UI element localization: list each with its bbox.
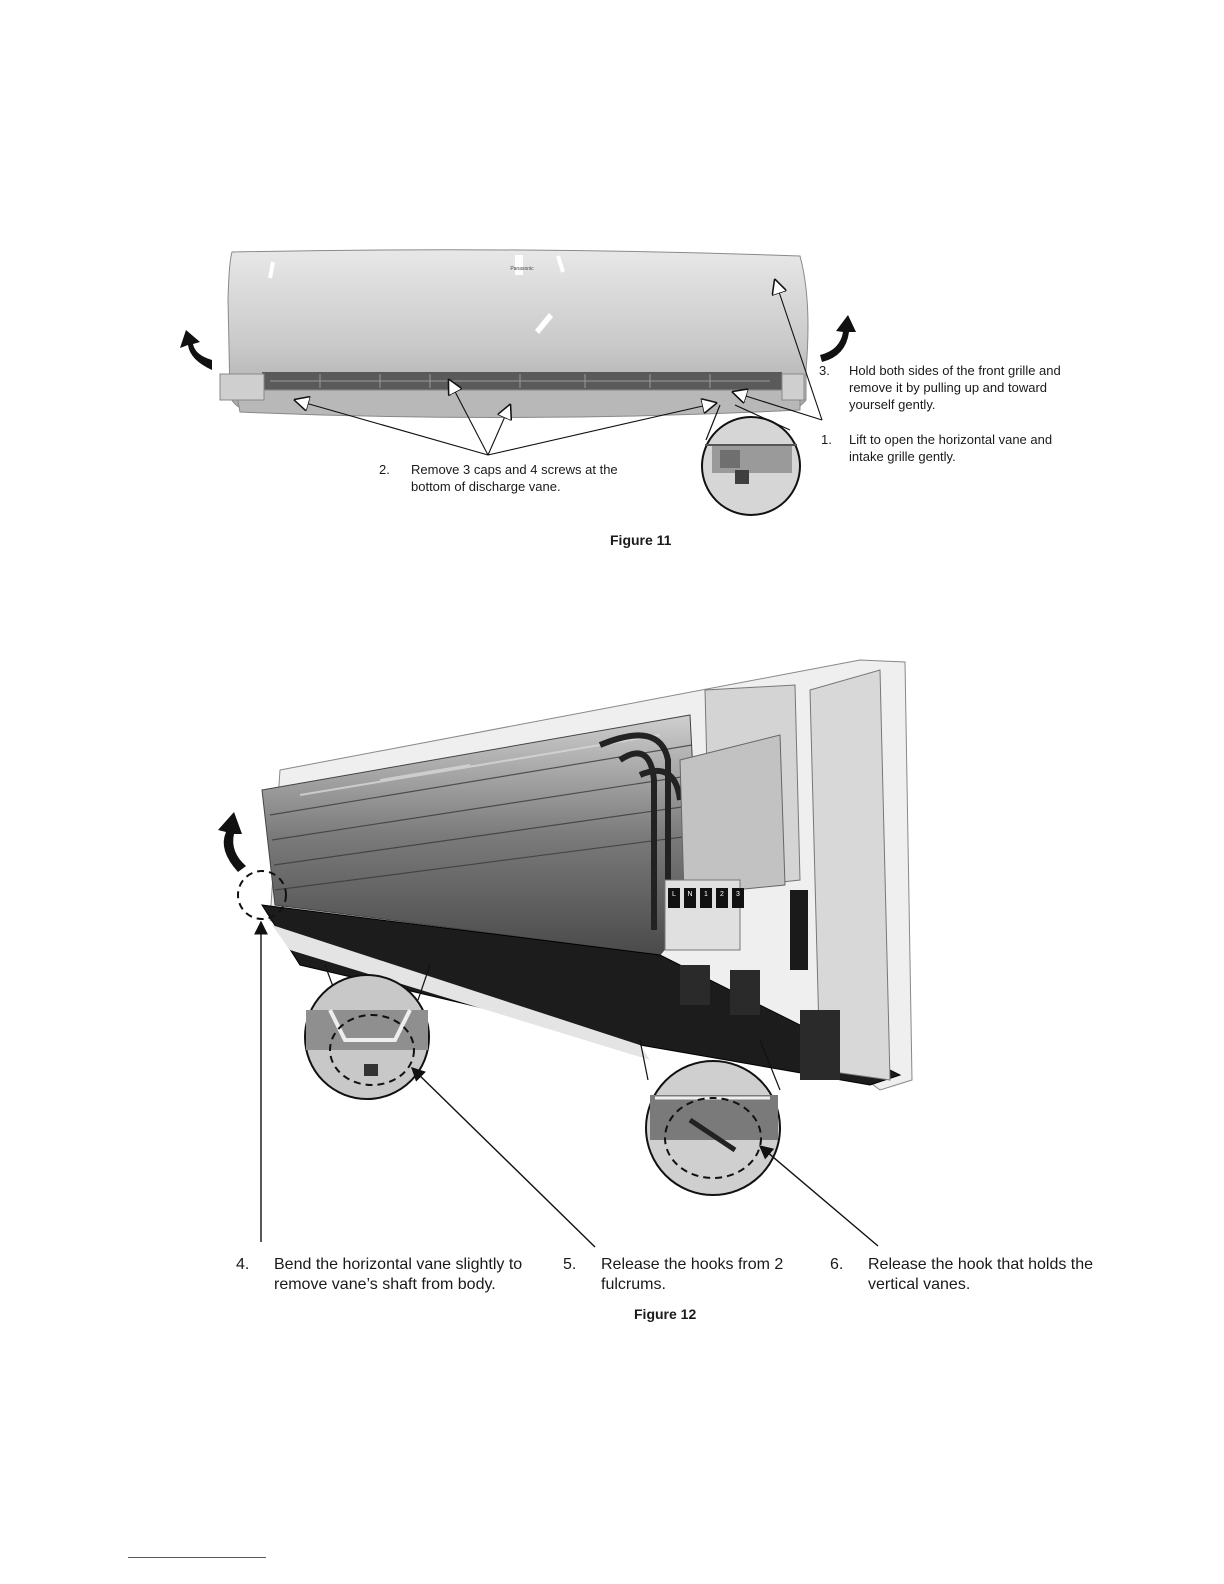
- caps-pointers: [295, 380, 716, 456]
- step-1-number: 1.: [821, 432, 832, 447]
- step-6-text: Release the hook that holds the vertical…: [868, 1256, 1094, 1293]
- footnote-rule: [128, 1557, 266, 1558]
- figure-11-caption: Figure 11: [610, 532, 672, 548]
- terminal-label: 2: [720, 891, 724, 898]
- side-panel: [809, 669, 891, 1081]
- vane-detail-inset: [701, 404, 801, 516]
- terminal-label: L: [672, 891, 676, 898]
- control-box: [664, 684, 808, 970]
- refrigerant-pipes: [598, 732, 683, 930]
- air-conditioner-unit: [219, 249, 809, 419]
- vane-shaft-highlight: [237, 870, 287, 920]
- lift-arrow-left-icon: [180, 330, 212, 370]
- brand-logo: Panasonic: [510, 266, 534, 272]
- step-4-text: Bend the horizontal vane slightly to rem…: [274, 1256, 523, 1293]
- lift-arrow-right-icon: [820, 315, 856, 362]
- step-4-number: 4.: [236, 1256, 250, 1273]
- step-2-text: Remove 3 caps and 4 screws at the bottom…: [411, 462, 618, 494]
- step-5-number: 5.: [563, 1256, 577, 1273]
- step-6-number: 6.: [830, 1256, 844, 1273]
- bend-arrow-icon: [218, 812, 246, 872]
- grille-pointers: [733, 280, 823, 421]
- step-2-number: 2.: [379, 462, 390, 477]
- terminal-label: 1: [704, 891, 708, 898]
- terminal-label: 3: [736, 891, 740, 898]
- step-3-number: 3.: [819, 363, 830, 378]
- step-3-text: Hold both sides of the front grille and …: [849, 363, 1061, 412]
- terminal-label: N: [687, 891, 692, 898]
- step-5-text: Release the hooks from 2 fulcrums.: [601, 1256, 784, 1293]
- step-1-text: Lift to open the horizontal vane and int…: [849, 432, 1053, 464]
- fulcrum-hooks-inset: [304, 964, 431, 1100]
- vertical-vane-hook-inset: [639, 1039, 781, 1196]
- figure-12-caption: Figure 12: [634, 1306, 697, 1322]
